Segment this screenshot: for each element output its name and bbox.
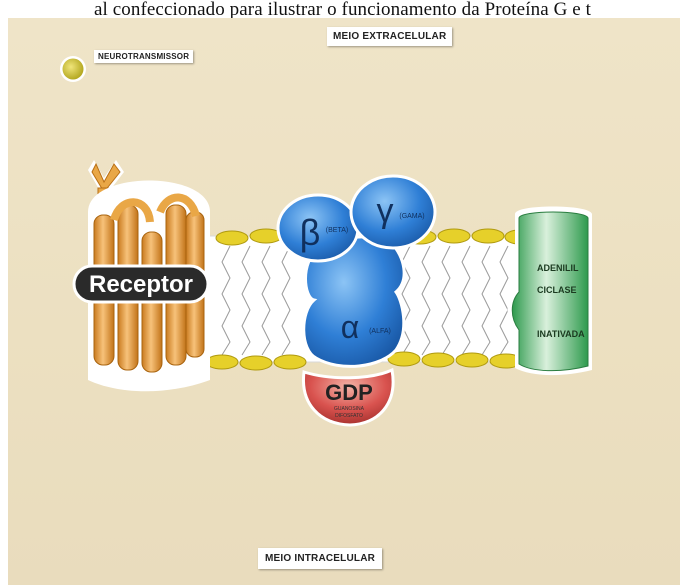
gamma-symbol: γ [377,192,394,230]
gdp-molecule: GDP GUANOSINA DIFOSFATO [303,370,393,425]
adenylyl-state: INATIVADA [537,329,585,339]
adenylyl-cyclase: ADENILIL CICLASE INATIVADA [508,207,593,376]
g-beta-subunit: β (BETA) [278,195,358,261]
alpha-name: (ALFA) [369,328,391,335]
neurotransmitter-tag: NEUROTRANSMISSOR [94,50,193,63]
adenylyl-label-line2: CICLASE [537,285,577,295]
receptor-label: Receptor [89,271,193,298]
gamma-name: (GAMA) [399,213,424,220]
intracellular-tag: MEIO INTRACELULAR [258,548,382,569]
beta-symbol: β [300,212,321,253]
gdp-name-line2: DIFOSFATO [335,413,363,419]
neurotransmitter-ball [63,59,84,80]
extracellular-tag: MEIO EXTRACELULAR [327,27,452,46]
beta-name: (BETA) [326,227,348,234]
alpha-symbol: α [341,309,360,345]
gdp-label: GDP [325,380,373,405]
neurotransmitter [60,56,86,82]
g-gamma-subunit: γ (GAMA) [351,176,435,248]
receptor: Receptor [74,160,210,391]
adenylyl-label-line1: ADENILIL [537,263,579,273]
gdp-name-line1: GUANOSINA [334,406,365,412]
